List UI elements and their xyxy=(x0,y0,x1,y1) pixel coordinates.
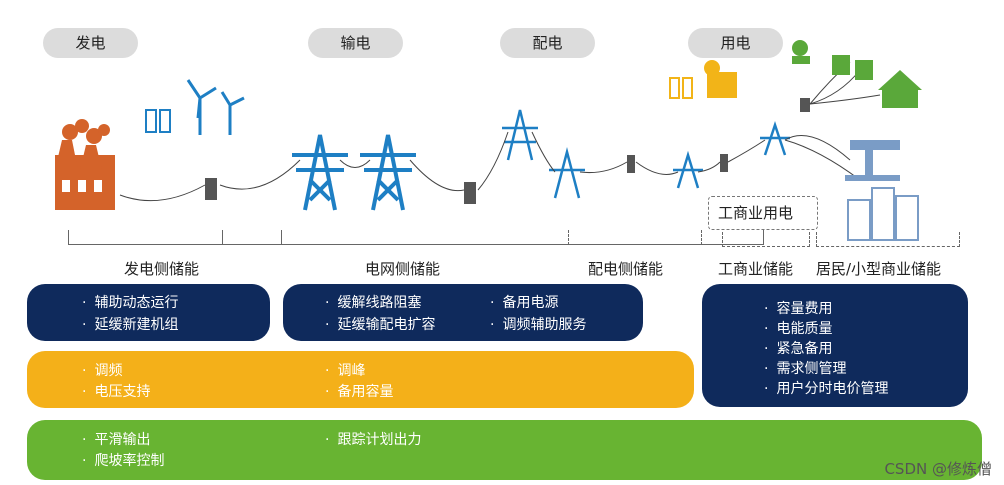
commercial-storage-label: 工商业储能 xyxy=(718,260,794,278)
battery-icon xyxy=(145,109,171,133)
office-building-icon xyxy=(847,187,919,241)
distribution-brace xyxy=(568,230,702,245)
transmission-tower-icon xyxy=(292,134,416,211)
wind-turbine-icon xyxy=(186,79,245,135)
green-band: 平滑输出 爬坡率控制 跟踪计划出力 xyxy=(27,420,982,480)
power-lines xyxy=(119,61,881,202)
list-item: 延缓新建机组 xyxy=(82,314,178,334)
list-item: 备用容量 xyxy=(325,381,393,401)
list-item: 用户分时电价管理 xyxy=(764,378,888,398)
stage-generation-pill: 发电 xyxy=(43,28,138,58)
power-grid-illustration xyxy=(55,40,922,241)
generation-brace xyxy=(68,230,282,245)
list-item: 电能质量 xyxy=(764,318,832,338)
list-item: 需求侧管理 xyxy=(764,358,846,378)
grid-blue-box: 缓解线路阻塞 延缓输配电扩容 备用电源 调频辅助服务 xyxy=(283,284,643,341)
list-item: 爬坡率控制 xyxy=(82,450,164,470)
commercial-area-box xyxy=(708,196,818,230)
grid-storage-label: 电网侧储能 xyxy=(365,260,441,278)
ev-charger-icon xyxy=(792,40,810,64)
list-item: 缓解线路阻塞 xyxy=(325,292,421,312)
solar-panel-icon xyxy=(704,60,737,98)
list-item: 调频 xyxy=(82,360,122,380)
generation-blue-box: 辅助动态运行 延缓新建机组 xyxy=(27,284,270,341)
commercial-area-label: 工商业用电 xyxy=(718,204,794,222)
list-item: 辅助动态运行 xyxy=(82,292,178,312)
stage-consumption-pill: 用电 xyxy=(688,28,783,58)
watermark: CSDN @修炼僧 xyxy=(884,460,992,478)
list-item: 平滑输出 xyxy=(82,429,150,449)
list-item: 容量费用 xyxy=(764,298,832,318)
stage-transmission-pill: 输电 xyxy=(308,28,403,58)
user-blue-box: 容量费用 电能质量 紧急备用 需求侧管理 用户分时电价管理 xyxy=(702,284,968,407)
commercial-brace xyxy=(722,232,810,247)
list-item: 备用电源 xyxy=(490,292,558,312)
list-item: 调峰 xyxy=(325,360,365,380)
list-item: 延缓输配电扩容 xyxy=(325,314,435,334)
distribution-tower-icon xyxy=(502,109,790,199)
residential-storage-label: 居民/小型商业储能 xyxy=(816,260,942,278)
residential-brace xyxy=(816,232,960,247)
generation-storage-label: 发电侧储能 xyxy=(124,260,200,278)
grid-brace xyxy=(222,230,764,245)
list-item: 紧急备用 xyxy=(764,338,832,358)
list-item: 调频辅助服务 xyxy=(490,314,586,334)
industrial-pump-icon xyxy=(845,140,900,181)
battery-icon xyxy=(669,77,693,99)
house-icon xyxy=(832,55,922,108)
power-plant-icon xyxy=(55,119,115,210)
distribution-storage-label: 配电侧储能 xyxy=(588,260,664,278)
storage-unit-icon xyxy=(205,98,810,204)
list-item: 跟踪计划出力 xyxy=(325,429,421,449)
stage-distribution-pill: 配电 xyxy=(500,28,595,58)
list-item: 电压支持 xyxy=(82,381,150,401)
yellow-band: 调频 电压支持 调峰 备用容量 xyxy=(27,351,694,408)
